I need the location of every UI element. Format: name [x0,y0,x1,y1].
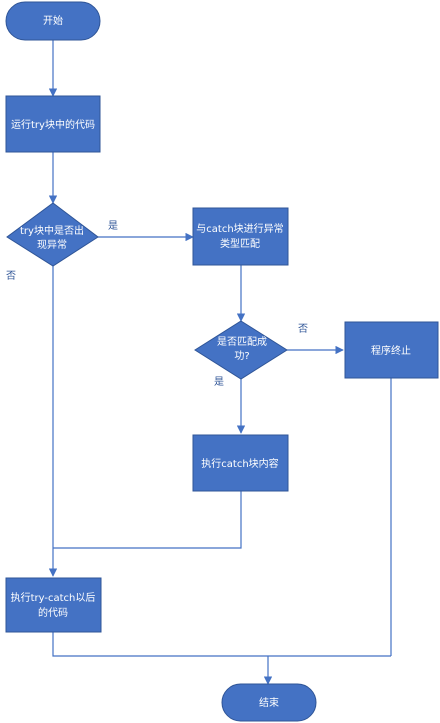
node-after-code: 执行try-catch以后 的代码 [5,577,102,633]
node-start-label: 开始 [43,14,63,27]
node-match-question-line-2: 功? [234,350,249,362]
node-terminate-label: 程序终止 [371,344,411,357]
node-match-question-line-1: 是否匹配成 [217,336,267,348]
edge-exec-catch-to-merge [53,491,242,549]
edge-label-exception-no: 否 [6,270,16,282]
node-start: 开始 [5,1,101,41]
edge-label-exception-yes: 是 [108,220,118,232]
node-end-label: 结束 [259,696,279,709]
node-match-question: 是否匹配成 功? [194,320,288,380]
edges [48,40,392,685]
node-catch-match-line-1: 与catch块进行异常 [196,222,283,235]
node-run-try-label: 运行try块中的代码 [11,118,95,131]
node-after-code-line-1: 执行try-catch以后 [11,591,96,604]
node-exception-question: try块中是否出 现异常 [6,202,99,267]
edge-after-code-to-merge [52,632,391,657]
node-end: 结束 [221,683,317,722]
node-exception-question-line-1: try块中是否出 [20,224,84,237]
node-catch-match-line-2: 类型匹配 [220,237,260,250]
node-run-try: 运行try块中的代码 [5,95,101,153]
node-after-code-line-2: 的代码 [38,606,68,619]
node-exception-question-line-2: 现异常 [37,238,67,251]
edge-label-match-no: 否 [298,323,308,335]
node-exec-catch-label: 执行catch块内容 [201,457,278,470]
edge-label-match-yes: 是 [214,376,224,388]
node-exec-catch: 执行catch块内容 [192,434,289,492]
node-catch-match: 与catch块进行异常 类型匹配 [192,207,289,266]
node-terminate: 程序终止 [344,321,439,379]
